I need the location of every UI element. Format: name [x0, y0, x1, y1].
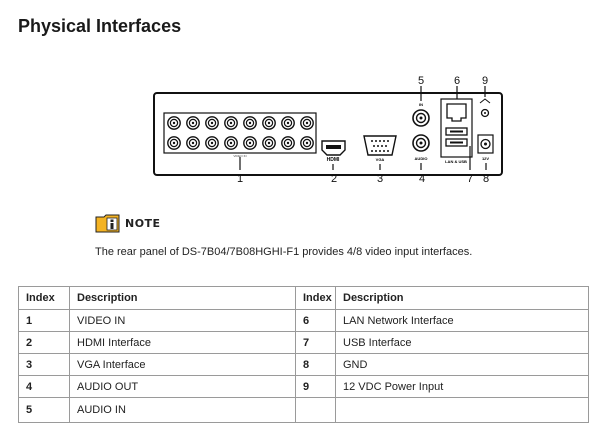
bnc-connector	[243, 116, 257, 130]
cell-index: 7	[295, 331, 336, 354]
header-index: Index	[295, 286, 336, 310]
header-index: Index	[18, 286, 70, 310]
cell-index	[295, 397, 336, 423]
note-label: NOTE	[125, 216, 161, 230]
cell-description: GND	[335, 353, 589, 376]
vga-port	[363, 135, 397, 156]
audio-in-port	[412, 109, 430, 127]
cell-index: 8	[295, 353, 336, 376]
bnc-connector	[262, 116, 276, 130]
video-in-ports	[163, 112, 317, 154]
cell-description: LAN Network Interface	[335, 309, 589, 332]
bnc-connector	[224, 116, 238, 130]
bnc-connector	[186, 136, 200, 150]
callout-6: 6	[454, 75, 460, 87]
cell-description: VGA Interface	[69, 353, 296, 376]
page-title: Physical Interfaces	[18, 16, 182, 36]
note-icon	[95, 214, 120, 233]
cell-description: AUDIO IN	[69, 397, 296, 423]
bnc-connector	[224, 136, 238, 150]
cell-index: 5	[18, 397, 70, 423]
hdmi-port	[321, 140, 346, 156]
callout-9: 9	[482, 75, 488, 87]
video-in-panel-label: VIDEO IN	[233, 154, 246, 158]
table-row: 1 VIDEO IN 6 LAN Network Interface	[18, 309, 589, 332]
callout-8: 8	[483, 173, 489, 185]
gnd-terminal	[479, 98, 491, 118]
callout-4: 4	[419, 173, 425, 185]
callout-1: 1	[237, 173, 243, 185]
bnc-connector	[300, 136, 314, 150]
cell-index: 3	[18, 353, 70, 376]
callout-7: 7	[467, 173, 473, 185]
bnc-connector	[167, 116, 181, 130]
bnc-connector	[281, 136, 295, 150]
note-heading: NOTE	[95, 213, 161, 233]
cell-index: 9	[295, 375, 336, 398]
bnc-connector	[186, 116, 200, 130]
cell-description	[335, 397, 589, 423]
bnc-connector	[205, 136, 219, 150]
rear-panel-diagram: VIDEO IN HDMI VGA IN AUDIO	[153, 75, 503, 185]
power-panel-label: 12V	[482, 156, 489, 161]
table-row: 3 VGA Interface 8 GND	[18, 353, 589, 376]
callout-leaders	[239, 86, 487, 170]
callout-3: 3	[377, 173, 383, 185]
note-text: The rear panel of DS-7B04/7B08HGHI-F1 pr…	[95, 246, 473, 258]
callout-2: 2	[331, 173, 337, 185]
interfaces-table: Index Description Index Description 1 VI…	[18, 286, 589, 423]
table-row: 4 AUDIO OUT 9 12 VDC Power Input	[18, 375, 589, 398]
cell-index: 2	[18, 331, 70, 354]
cell-description: USB Interface	[335, 331, 589, 354]
audio-in-panel-label: IN	[419, 102, 423, 107]
vga-panel-label: VGA	[376, 157, 385, 162]
audio-out-panel-label: AUDIO	[415, 156, 428, 161]
bnc-connector	[262, 136, 276, 150]
callout-5: 5	[418, 75, 424, 87]
power-port	[477, 134, 494, 154]
header-description: Description	[335, 286, 589, 310]
table-row: 2 HDMI Interface 7 USB Interface	[18, 331, 589, 354]
cell-description: AUDIO OUT	[69, 375, 296, 398]
table-header-row: Index Description Index Description	[18, 286, 589, 310]
table-row: 5 AUDIO IN	[18, 397, 589, 423]
hdmi-panel-label: HDMI	[327, 157, 340, 163]
cell-description: 12 VDC Power Input	[335, 375, 589, 398]
cell-description: VIDEO IN	[69, 309, 296, 332]
bnc-connector	[205, 116, 219, 130]
bnc-connector	[167, 136, 181, 150]
cell-index: 4	[18, 375, 70, 398]
lan-port	[446, 103, 467, 122]
bnc-connector	[300, 116, 314, 130]
cell-index: 1	[18, 309, 70, 332]
header-description: Description	[69, 286, 296, 310]
bnc-connector	[243, 136, 257, 150]
cell-description: HDMI Interface	[69, 331, 296, 354]
bnc-connector	[281, 116, 295, 130]
cell-index: 6	[295, 309, 336, 332]
lan-usb-panel-label: LAN & USB	[445, 159, 467, 164]
audio-out-port	[412, 134, 430, 152]
